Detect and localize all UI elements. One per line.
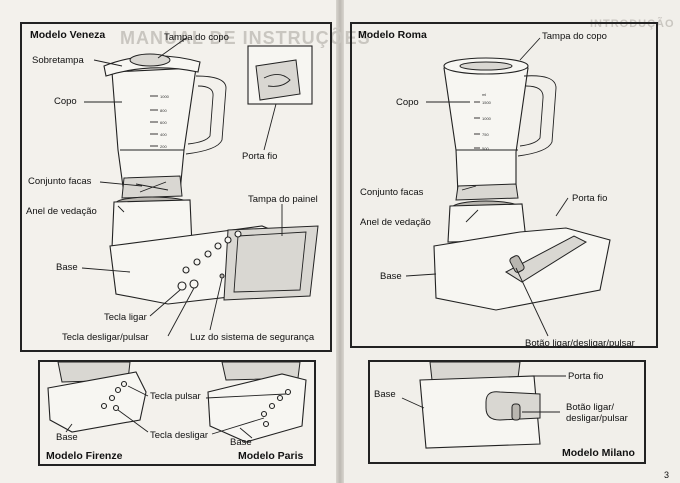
roma-switch — [509, 255, 525, 273]
veneza-handle — [185, 75, 227, 155]
roma-leader-lines — [405, 37, 569, 337]
label-conjunto-facas-roma: Conjunto facas — [360, 187, 424, 198]
veneza-jar-scale — [150, 95, 158, 147]
roma-scale-mark: 500 — [482, 146, 489, 151]
label-tecla-pulsar: Tecla pulsar — [150, 391, 201, 402]
label-base-milano: Base — [374, 389, 396, 400]
label-anel-roma: Anel de vedação — [360, 217, 431, 228]
label-botao-milano-2: desligar/pulsar — [566, 413, 628, 424]
veneza-leader-lines — [81, 37, 283, 337]
label-sobretampa: Sobretampa — [32, 55, 84, 66]
label-tecla-ligar: Tecla ligar — [104, 312, 147, 323]
bleed-through-text-left: MANUAL DE INSTRUÇÕES — [120, 28, 371, 48]
label-luz-seguranca: Luz do sistema de segurança — [190, 332, 315, 343]
label-botao-milano-1: Botão ligar/ — [566, 402, 615, 413]
veneza-control-buttons — [177, 230, 242, 291]
firenze-base — [47, 371, 147, 433]
veneza-panel — [20, 22, 332, 352]
book-gutter — [336, 0, 344, 483]
label-base-firenze: Base — [56, 432, 78, 443]
roma-jar-scale — [474, 101, 480, 149]
label-copo-veneza: Copo — [54, 96, 77, 107]
roma-scale-mark: 750 — [482, 132, 489, 137]
roma-title: Modelo Roma — [358, 29, 427, 41]
label-tampa-painel: Tampa do painel — [248, 194, 318, 205]
label-porta-fio-veneza: Porta fio — [242, 151, 278, 162]
label-conjunto-facas-veneza: Conjunto facas — [28, 176, 92, 187]
roma-blade-assembly — [455, 183, 519, 201]
veneza-panel-cover — [223, 225, 319, 301]
paris-title: Modelo Paris — [238, 450, 304, 462]
milano-switch — [511, 403, 521, 421]
label-tampa-copo-veneza: Tampa do copo — [164, 32, 229, 43]
firenze-buttons — [100, 380, 128, 412]
veneza-scale-mark: 1000 — [160, 94, 170, 99]
veneza-scale-mark: 600 — [160, 120, 167, 125]
page-number: 3 — [664, 470, 670, 480]
veneza-handle-inner — [187, 85, 214, 145]
label-porta-fio-milano: Porta fio — [568, 371, 604, 382]
paris-buttons — [260, 388, 292, 428]
label-copo-roma: Copo — [396, 97, 419, 108]
label-tecla-desligar: Tecla desligar — [150, 430, 209, 441]
label-tecla-desligar-pulsar: Tecla desligar/pulsar — [62, 332, 149, 343]
roma-scale-mark: 1500 — [482, 100, 492, 105]
label-tampa-copo-roma: Tampa do copo — [542, 31, 607, 42]
label-base-paris: Base — [230, 437, 252, 448]
label-botao-roma: Botão ligar/desligar/pulsar — [525, 338, 635, 349]
label-porta-fio-roma: Porta fio — [572, 193, 608, 204]
roma-scale-mark: ml — [482, 92, 486, 97]
veneza-scale-mark: 200 — [160, 144, 167, 149]
veneza-scale-mark: 800 — [160, 108, 167, 113]
roma-panel — [350, 22, 658, 348]
paris-base — [207, 373, 307, 443]
label-base-roma: Base — [380, 271, 402, 282]
roma-cord-groove — [504, 235, 588, 283]
label-base-veneza: Base — [56, 262, 78, 273]
bleed-through-text-right: INTRODUÇÃO — [590, 18, 675, 30]
firenze-title: Modelo Firenze — [46, 450, 123, 462]
milano-panel — [368, 360, 646, 464]
veneza-scale-mark: 400 — [160, 132, 167, 137]
veneza-title: Modelo Veneza — [30, 29, 106, 41]
label-anel-veneza: Anel de vedação — [26, 206, 97, 217]
milano-title: Modelo Milano — [562, 447, 635, 459]
roma-scale-mark: 1000 — [482, 116, 492, 121]
firenze-paris-panel — [38, 360, 316, 466]
roma-handle — [517, 75, 557, 157]
